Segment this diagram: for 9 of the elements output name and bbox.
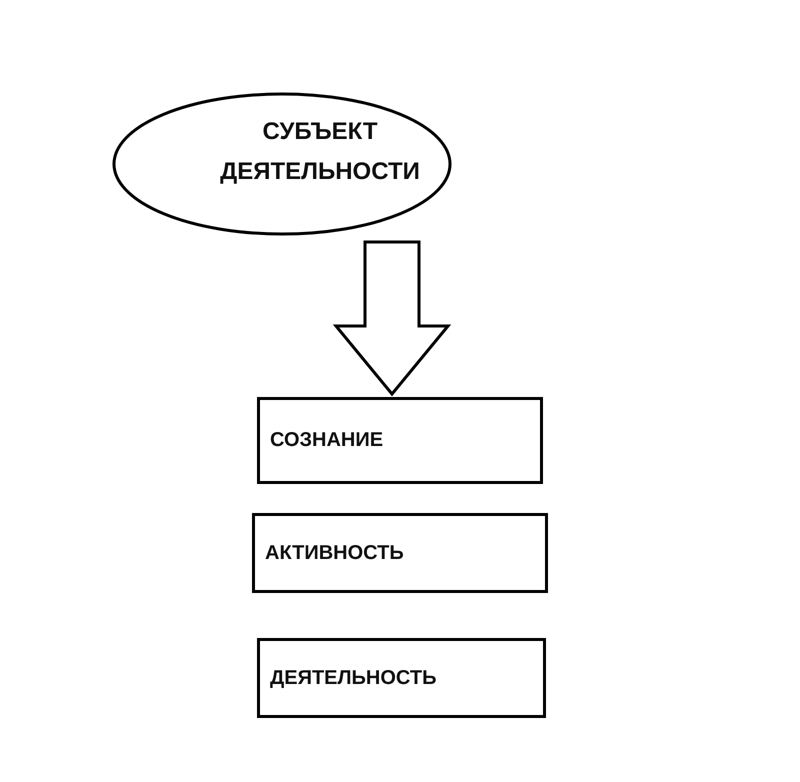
node-label: ДЕЯТЕЛЬНОСТЬ [270,666,436,690]
ellipse-node [112,92,452,236]
node-label: АКТИВНОСТЬ [265,542,404,564]
process-box [252,513,548,593]
process-box [257,397,543,484]
node-label: СОЗНАНИЕ [270,429,384,452]
block-arrow [332,240,452,396]
process-box [257,638,546,718]
node-label: СУБЪЕКТ ДЕЯТЕЛЬНОСТИ [219,117,421,187]
